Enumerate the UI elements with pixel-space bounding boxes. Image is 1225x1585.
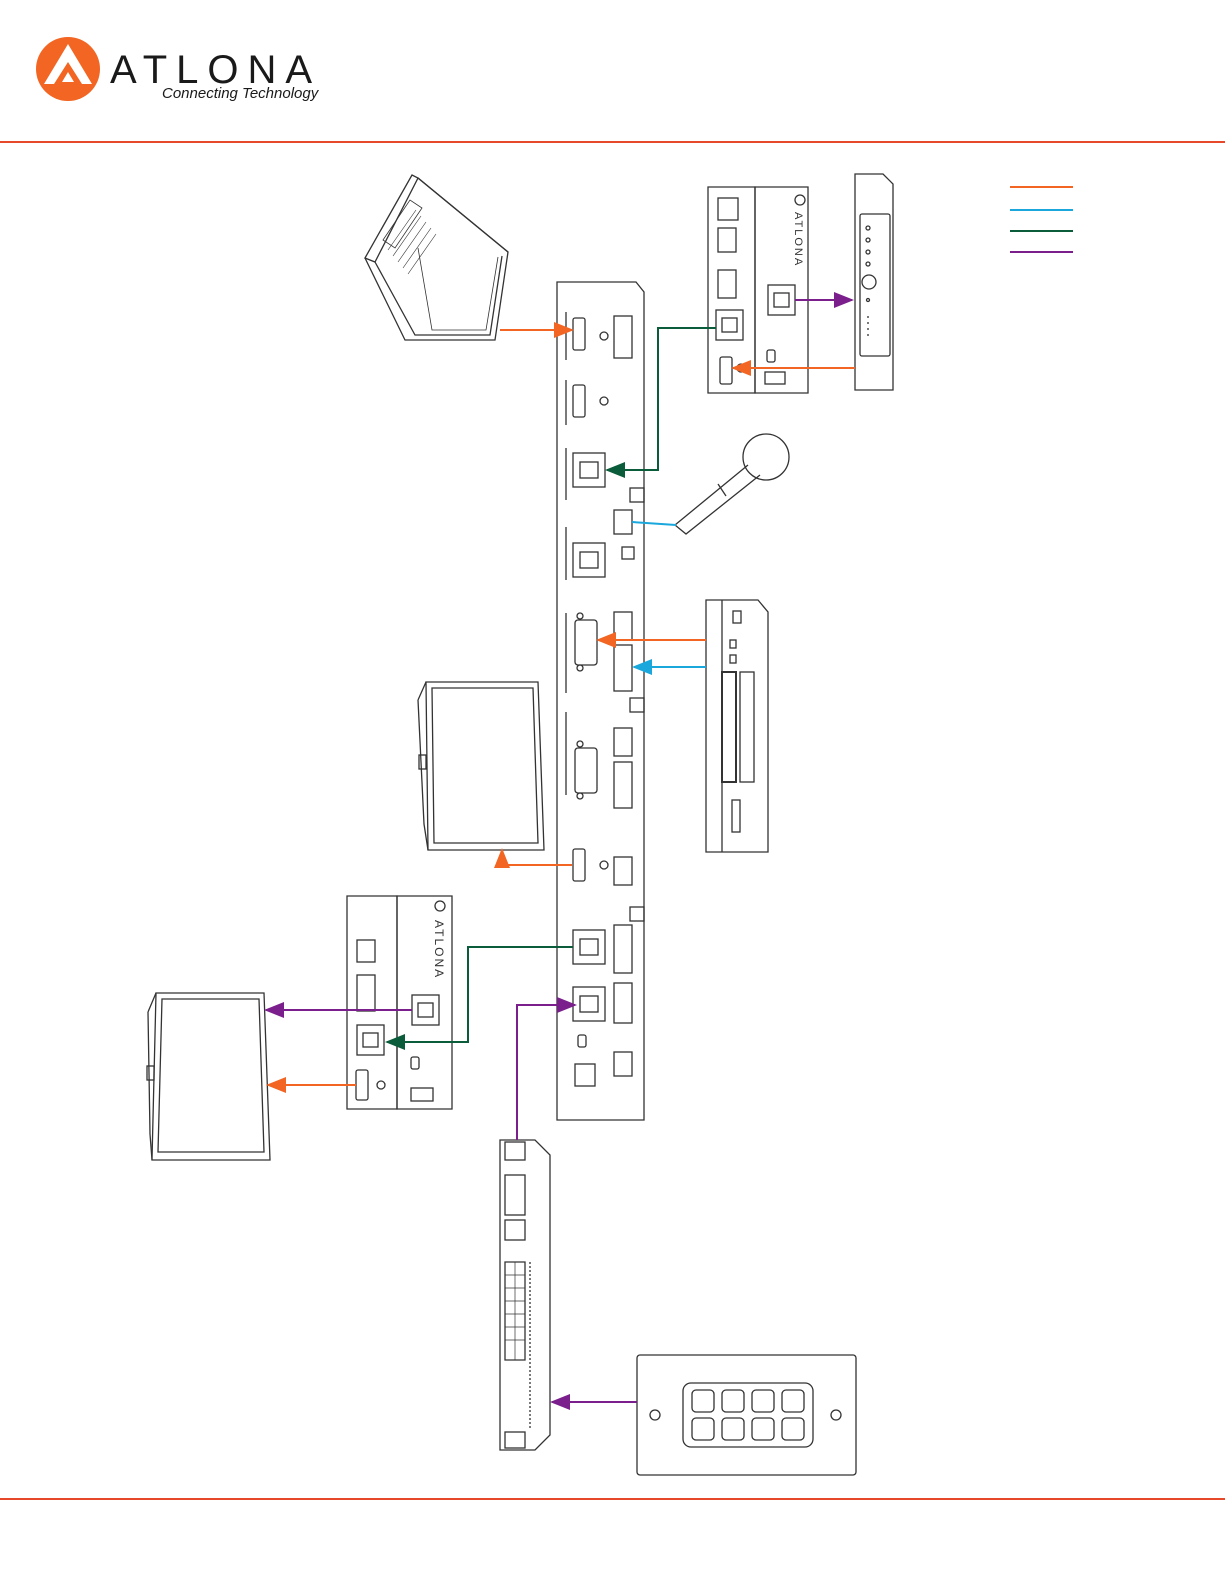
transmitter-brand: ATLONA bbox=[792, 212, 804, 267]
monitor-icon bbox=[418, 682, 544, 850]
legend bbox=[1010, 187, 1073, 252]
media-player-icon bbox=[706, 600, 768, 852]
microphone-icon bbox=[675, 434, 789, 534]
network-switch-icon bbox=[500, 1140, 550, 1450]
keypad-icon bbox=[637, 1355, 856, 1475]
switcher-icon bbox=[557, 282, 644, 1120]
receiver-brand: ATLONA bbox=[432, 920, 446, 979]
audio-mic-to-switcher bbox=[632, 522, 676, 525]
laptop-icon bbox=[365, 175, 508, 340]
hdbaset-transmitter-to-switcher bbox=[607, 328, 716, 470]
hdmi-switcher-to-monitor bbox=[502, 850, 572, 865]
controller-icon bbox=[855, 174, 893, 390]
monitor-icon bbox=[147, 993, 270, 1160]
